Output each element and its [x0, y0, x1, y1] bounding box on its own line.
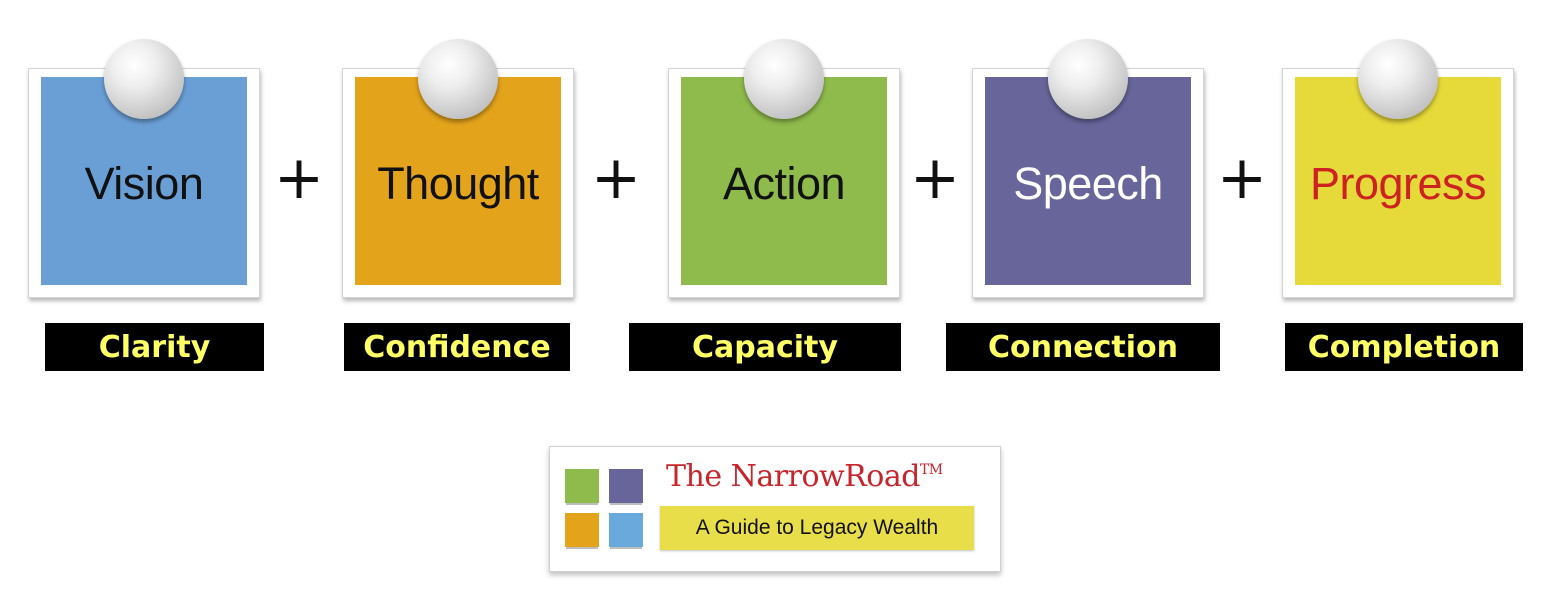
narrowroad-logo: The NarrowRoadTM A Guide to Legacy Wealt… — [549, 446, 1001, 572]
pushpin-icon — [1048, 39, 1128, 119]
note-vision: Vision — [28, 39, 260, 298]
note-speech: Speech — [972, 39, 1204, 298]
label-completion: Completion — [1285, 323, 1523, 371]
plus-operator-2: + — [590, 143, 642, 213]
note-progress: Progress — [1282, 39, 1514, 298]
note-speech-word: Speech — [1013, 158, 1163, 209]
trademark-mark: TM — [919, 462, 943, 478]
pushpin-icon — [418, 39, 498, 119]
book-icon-blue — [609, 513, 643, 547]
plus-operator-3: + — [909, 143, 961, 213]
note-action-word: Action — [722, 158, 846, 209]
note-action: Action — [668, 39, 900, 298]
note-progress-word: Progress — [1309, 158, 1487, 209]
book-icon-orange — [565, 513, 599, 547]
note-thought: Thought — [342, 39, 574, 298]
plus-operator-4: + — [1216, 143, 1268, 213]
pushpin-icon — [744, 39, 824, 119]
note-thought-word: Thought — [377, 158, 539, 209]
note-thought-face: Thought — [355, 77, 561, 285]
logo-tagline: A Guide to Legacy Wealth — [660, 506, 974, 550]
label-confidence: Confidence — [344, 323, 570, 371]
book-icon-purple — [609, 469, 643, 503]
pushpin-icon — [1358, 39, 1438, 119]
logo-title-text: The NarrowRoad — [666, 459, 920, 494]
note-speech-face: Speech — [985, 77, 1191, 285]
pushpin-icon — [104, 39, 184, 119]
label-clarity: Clarity — [45, 323, 264, 371]
logo-title: The NarrowRoadTM — [666, 459, 943, 494]
note-vision-word: Vision — [84, 158, 204, 209]
label-connection: Connection — [946, 323, 1220, 371]
plus-operator-1: + — [273, 143, 325, 213]
label-capacity: Capacity — [629, 323, 901, 371]
book-icon-green — [565, 469, 599, 503]
